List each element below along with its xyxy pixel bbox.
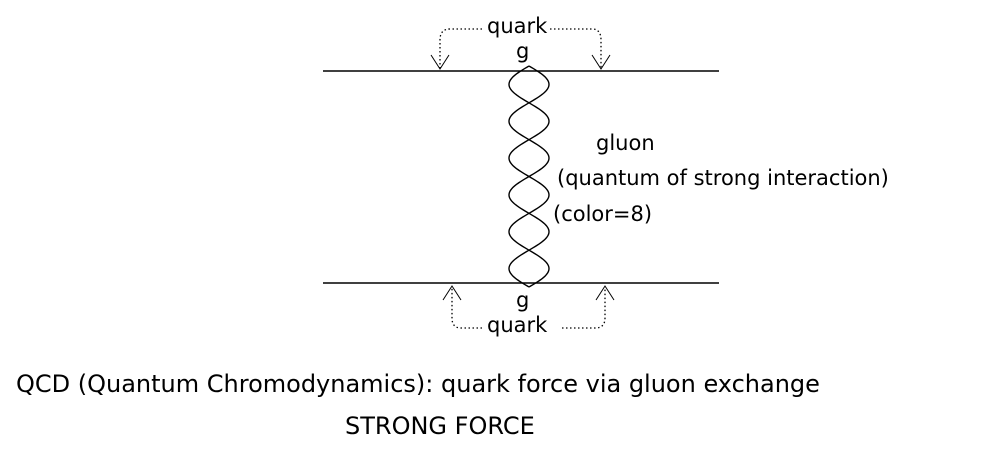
bottom-quark-label: quark bbox=[487, 313, 548, 337]
top-right-arrowhead bbox=[591, 54, 611, 70]
top-gluon-vertex-label: g bbox=[516, 39, 530, 63]
gluon-description-label: (quantum of strong interaction) bbox=[557, 166, 889, 190]
bottom-left-dotted-arrow bbox=[451, 287, 482, 329]
figure-subcaption: STRONG FORCE bbox=[345, 412, 535, 440]
bottom-left-arrowhead bbox=[442, 285, 462, 301]
bottom-right-dotted-arrow bbox=[562, 287, 606, 329]
gluon-strand-b bbox=[508, 65, 550, 288]
gluon-color-label: (color=8) bbox=[553, 202, 653, 226]
top-right-dotted-arrow bbox=[550, 28, 602, 68]
bottom-quark-arrows bbox=[442, 285, 615, 329]
figure-caption: QCD (Quantum Chromodynamics): quark forc… bbox=[16, 370, 820, 398]
top-left-dotted-arrow bbox=[439, 28, 482, 68]
top-quark-label: quark bbox=[487, 14, 548, 38]
gluon-label: gluon bbox=[596, 131, 655, 155]
bottom-right-arrowhead bbox=[595, 285, 615, 301]
bottom-gluon-vertex-label: g bbox=[516, 288, 530, 312]
gluon-line bbox=[508, 65, 550, 288]
top-quark-arrows bbox=[430, 28, 611, 70]
top-left-arrowhead bbox=[430, 54, 450, 70]
